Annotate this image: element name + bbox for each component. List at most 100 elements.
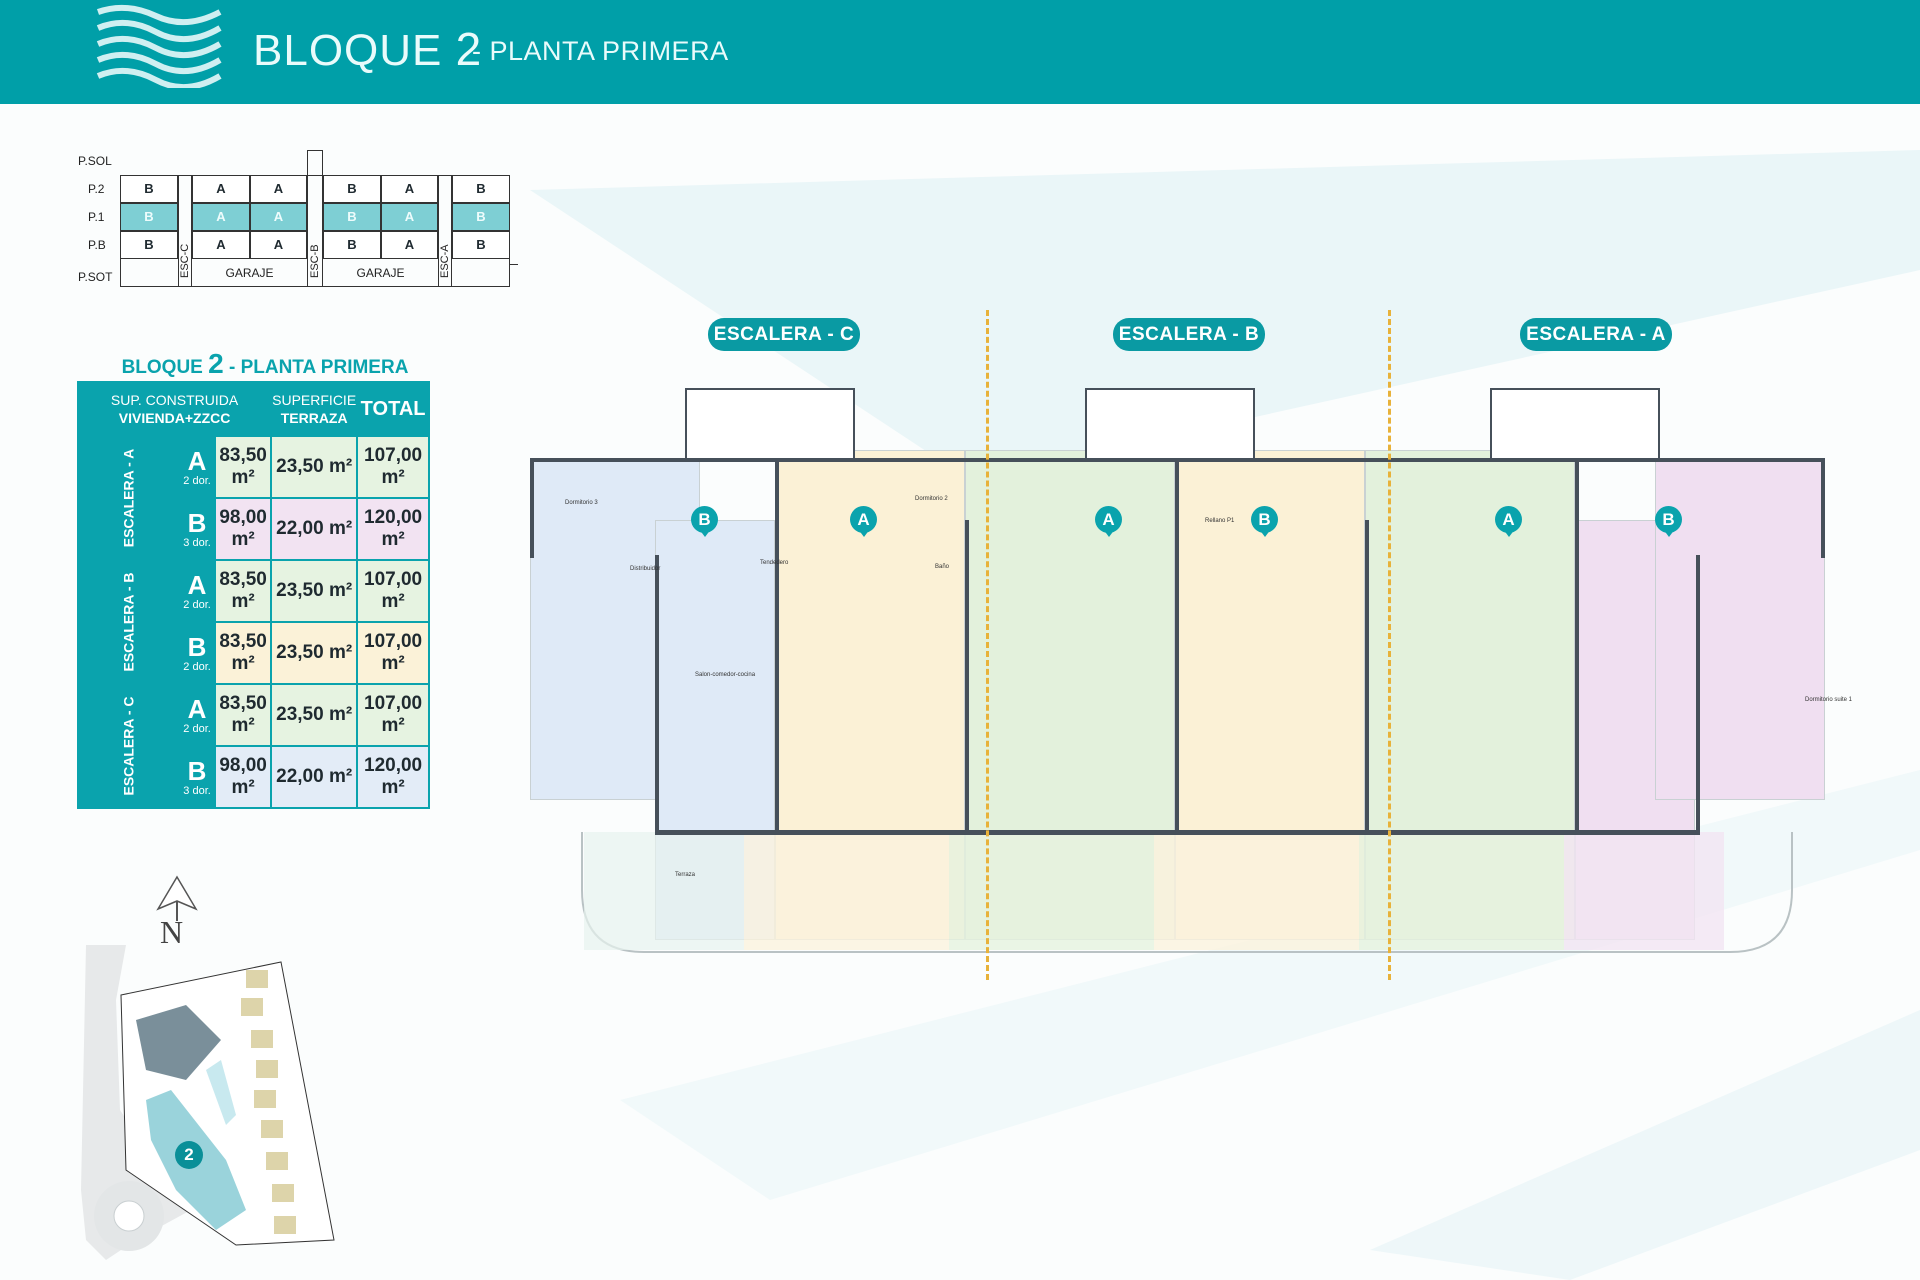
schema-cell: B — [120, 175, 178, 203]
wall — [530, 458, 534, 558]
terrace-area: 23,50 m² — [270, 621, 359, 685]
schema-cell-current-floor: B — [452, 203, 510, 231]
wall — [1575, 458, 1579, 833]
built-area: 98,00 m² — [214, 745, 273, 809]
room-label: Salon-comedor-cocina — [695, 672, 756, 678]
unit-area-b — [1655, 460, 1825, 800]
schema-cell: B — [323, 175, 381, 203]
schema-cell: A — [192, 175, 250, 203]
wall — [1175, 458, 1179, 833]
level-label: P.SOT — [78, 270, 113, 284]
wall — [1365, 520, 1369, 830]
block-location-marker: 2 — [175, 1141, 203, 1169]
roof-stair-tower — [307, 150, 323, 176]
schema-cell: B — [452, 231, 510, 259]
stair-core — [685, 388, 855, 460]
schema-cell: A — [381, 231, 438, 259]
wall — [1696, 555, 1700, 835]
unit-marker: A — [850, 506, 877, 537]
stair-group-label: ESCALERA - B — [76, 559, 181, 685]
level-label: P.1 — [88, 210, 105, 224]
unit-marker: B — [691, 506, 718, 537]
header-title: BLOQUE 2 — [253, 23, 483, 75]
schema-cell: B — [120, 231, 178, 259]
schema-cell-current-floor: A — [192, 203, 250, 231]
total-area: 107,00 m² — [356, 621, 430, 685]
schema-cell-current-floor: B — [323, 203, 381, 231]
level-label: P.SOL — [78, 154, 112, 168]
stair-label-pill: ESCALERA - A — [1520, 318, 1672, 351]
schema-cell: A — [381, 175, 438, 203]
wall — [655, 555, 659, 835]
wall — [775, 458, 779, 833]
total-area: 107,00 m² — [356, 559, 430, 623]
total-area: 120,00 m² — [356, 745, 430, 809]
terrace-outline — [581, 832, 1793, 953]
level-label: P.B — [88, 238, 106, 252]
unit-marker: B — [1655, 506, 1682, 537]
stair-core — [1085, 388, 1255, 460]
stair-group-label: ESCALERA - A — [76, 435, 181, 561]
schema-cell: B — [452, 175, 510, 203]
wall — [1821, 458, 1825, 558]
stair-label-pill: ESCALERA - C — [708, 318, 860, 351]
terrace-area: 22,00 m² — [270, 745, 359, 809]
room-label: Dormitorio suite 1 — [1805, 697, 1853, 703]
terrace-area: 23,50 m² — [270, 559, 359, 623]
schema-cell-current-floor: A — [381, 203, 438, 231]
garage-label: GARAJE — [356, 266, 405, 280]
unit-marker: B — [1251, 506, 1278, 537]
built-area: 83,50 m² — [214, 683, 273, 747]
room-label: Dormitorio 2 — [915, 496, 948, 502]
terrace-area: 23,50 m² — [270, 683, 359, 747]
stair-core — [1490, 388, 1660, 460]
room-label: Distribuidor — [630, 566, 661, 572]
wall — [965, 520, 969, 830]
built-area: 83,50 m² — [214, 621, 273, 685]
section-schema: P.SOL P.2 P.1 P.B P.SOT B A A B A B B A … — [78, 150, 518, 290]
schema-cell: A — [192, 231, 250, 259]
total-area: 120,00 m² — [356, 497, 430, 561]
header-subtitle: - PLANTA PRIMERA — [472, 36, 729, 66]
room-label: Terraza — [675, 872, 696, 878]
schema-cell: B — [323, 231, 381, 259]
built-area: 98,00 m² — [214, 497, 273, 561]
north-label: N — [160, 914, 184, 950]
schema-cell-current-floor: A — [250, 203, 307, 231]
total-area: 107,00 m² — [356, 435, 430, 499]
stair-group-label: ESCALERA - C — [76, 683, 181, 809]
garage-label: GARAJE — [225, 266, 274, 280]
room-label: Rellano P1 — [1205, 518, 1235, 524]
stair-label-pill: ESCALERA - B — [1113, 318, 1265, 351]
built-area: 83,50 m² — [214, 559, 273, 623]
header-bar: BLOQUE 2 - PLANTA PRIMERA — [0, 0, 1920, 104]
brand-logo-icon — [96, 4, 222, 88]
north-arrow-icon — [156, 875, 198, 921]
schema-cell: A — [250, 231, 307, 259]
room-label: Dormitorio 3 — [565, 500, 598, 506]
level-label: P.2 — [88, 182, 105, 196]
terrace-area: 22,00 m² — [270, 497, 359, 561]
ground-line — [510, 264, 518, 265]
stair-divider-line — [986, 310, 989, 980]
site-location-map — [81, 945, 335, 1260]
table-title: BLOQUE 2 - PLANTA PRIMERA — [121, 348, 409, 379]
room-label: Baño — [935, 564, 950, 570]
unit-marker: A — [1495, 506, 1522, 537]
total-area: 107,00 m² — [356, 683, 430, 747]
